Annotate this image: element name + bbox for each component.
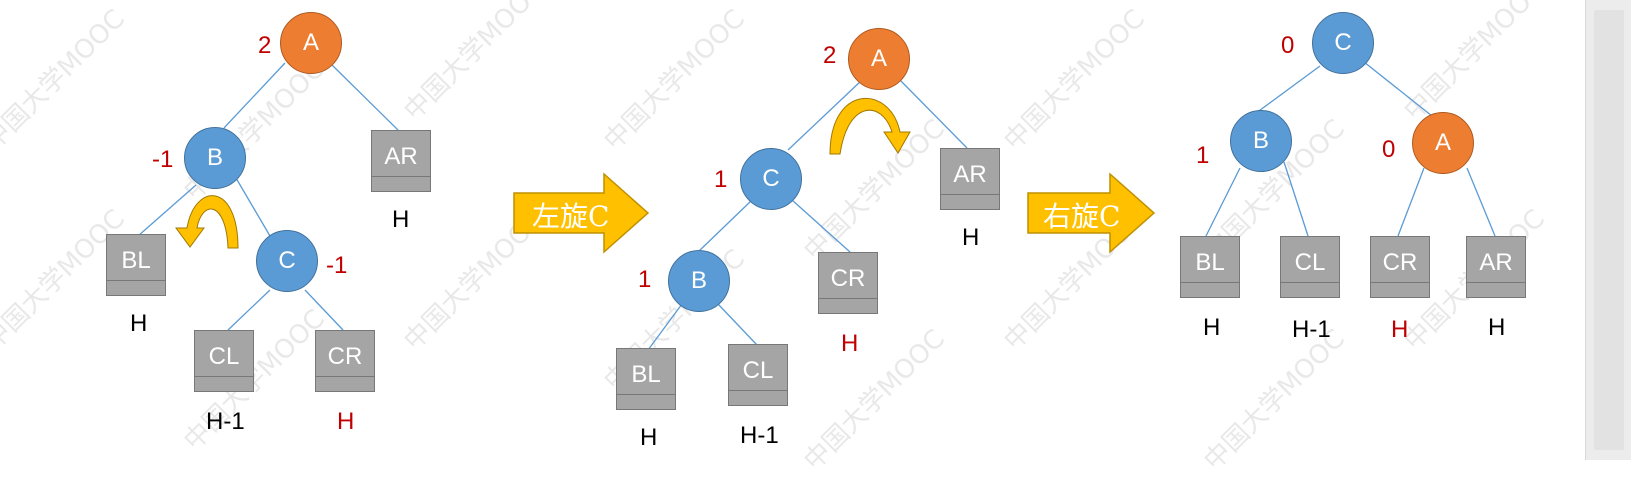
node-c: C xyxy=(256,230,318,292)
subtree-label: CR xyxy=(327,343,363,370)
right-rotate-arrow xyxy=(1027,172,1156,254)
subtree-label: AR xyxy=(384,143,418,170)
subtree-cr: CR xyxy=(1370,236,1430,298)
height-cr: H xyxy=(1391,316,1409,343)
subtree-bl: BL xyxy=(1180,236,1240,298)
node-b: B xyxy=(184,127,246,189)
balance-factor-b: -1 xyxy=(152,146,174,173)
subtree-cl: CL xyxy=(728,344,788,406)
subtree-label: BL xyxy=(121,247,151,274)
node-c: C xyxy=(1312,12,1374,74)
subtree-ar: AR xyxy=(371,130,431,192)
node-b: B xyxy=(1230,110,1292,172)
balance-factor-b: 1 xyxy=(1196,142,1210,169)
subtree-label: CR xyxy=(1382,249,1418,276)
height-ar: H xyxy=(1488,314,1506,341)
subtree-ar: AR xyxy=(940,148,1000,210)
height-cl: H-1 xyxy=(1292,316,1331,343)
vertical-scrollbar[interactable] xyxy=(1585,0,1631,460)
left-rotate-arrow xyxy=(513,172,650,254)
subtree-bl: BL xyxy=(106,234,166,296)
height-ar: H xyxy=(962,224,980,251)
node-a: A xyxy=(848,28,910,90)
subtree-bl: BL xyxy=(616,348,676,410)
subtree-cl: CL xyxy=(1280,236,1340,298)
subtree-label: AR xyxy=(953,161,987,188)
balance-factor-c: 0 xyxy=(1281,32,1295,59)
balance-factor-a: 2 xyxy=(823,42,837,69)
balance-factor-b: 1 xyxy=(638,266,652,293)
subtree-label: CL xyxy=(742,357,774,384)
subtree-cl: CL xyxy=(194,330,254,392)
arrow-label-right-rotate: 右旋C xyxy=(1043,200,1121,233)
subtree-label: CR xyxy=(830,265,866,292)
node-c: C xyxy=(740,148,802,210)
node-b: B xyxy=(668,250,730,312)
slide-canvas: 中国大学MOOC 中国大学MOOC 中国大学MOOC 中国大学MOOC 中国大学… xyxy=(0,0,1551,477)
height-cl: H-1 xyxy=(206,408,245,435)
height-cr: H xyxy=(841,330,859,357)
subtree-cr: CR xyxy=(818,252,878,314)
height-bl: H xyxy=(640,424,658,451)
height-bl: H xyxy=(1203,314,1221,341)
balance-factor-a: 0 xyxy=(1382,136,1396,163)
subtree-label: AR xyxy=(1479,249,1513,276)
subtree-ar: AR xyxy=(1466,236,1526,298)
subtree-label: CL xyxy=(208,343,240,370)
height-cl: H-1 xyxy=(740,422,779,449)
height-ar: H xyxy=(392,206,410,233)
balance-factor-a: 2 xyxy=(258,32,272,59)
height-bl: H xyxy=(130,310,148,337)
subtree-label: BL xyxy=(631,361,661,388)
subtree-cr: CR xyxy=(315,330,375,392)
subtree-label: CL xyxy=(1294,249,1326,276)
scrollbar-thumb[interactable] xyxy=(1594,10,1624,450)
balance-factor-c: 1 xyxy=(714,166,728,193)
balance-factor-c: -1 xyxy=(326,252,348,279)
subtree-label: BL xyxy=(1195,249,1225,276)
arrow-label-left-rotate: 左旋C xyxy=(532,200,610,233)
diagram-graphics xyxy=(137,61,1496,351)
height-cr: H xyxy=(337,408,355,435)
node-a: A xyxy=(280,12,342,74)
node-a: A xyxy=(1412,112,1474,174)
